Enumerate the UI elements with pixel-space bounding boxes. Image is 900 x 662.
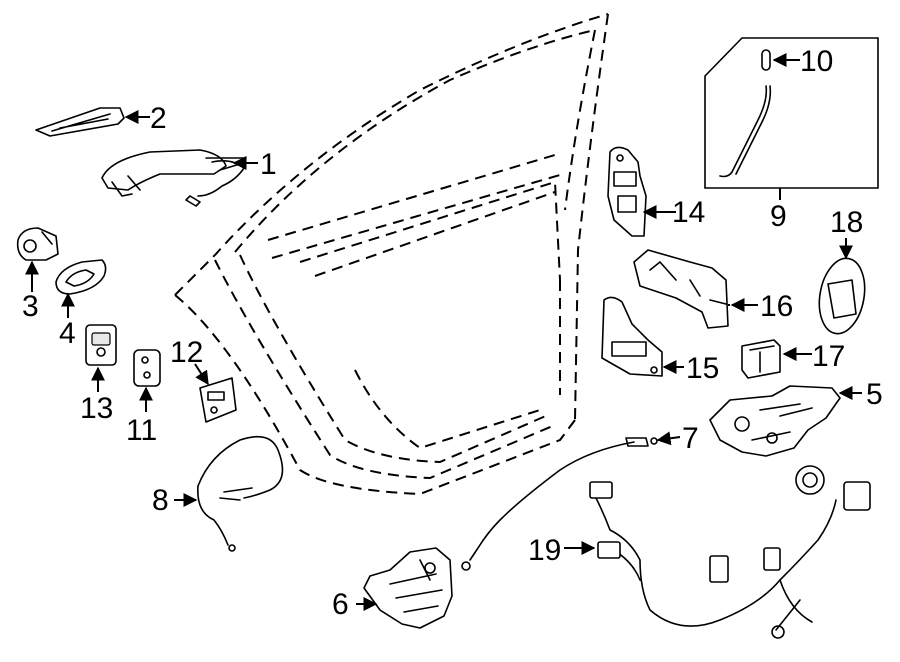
callout-19: 19: [528, 534, 561, 567]
leader-lines: [25, 53, 862, 611]
callout-13: 13: [80, 392, 113, 425]
callout-4: 4: [59, 317, 76, 350]
part-18-grommet: [818, 257, 866, 335]
callout-2: 2: [150, 102, 167, 135]
part-17-bumper: [741, 339, 781, 379]
callout-6: 6: [332, 588, 349, 621]
door-outline: [174, 13, 609, 496]
part-5-lock-actuator: [709, 385, 841, 457]
part-8-cable: [197, 435, 284, 552]
part-2-handle-pad: [35, 107, 125, 137]
callout-11: 11: [126, 414, 157, 447]
callout-8: 8: [152, 484, 169, 517]
callout-3: 3: [22, 290, 39, 323]
callout-1: 1: [260, 148, 277, 181]
part-19-wiring-harness: [589, 465, 871, 639]
part-3-cylinder-cap: [16, 227, 59, 261]
callout-17: 17: [812, 340, 845, 373]
callout-5: 5: [866, 378, 883, 411]
inset-box: [704, 37, 879, 189]
callout-15: 15: [686, 352, 719, 385]
part-11-cap: [133, 349, 161, 387]
callout-18: 18: [830, 206, 863, 239]
callout-9: 9: [770, 200, 787, 233]
callout-14: 14: [672, 196, 705, 229]
callout-10: 10: [800, 45, 833, 78]
part-1-outside-handle: [101, 149, 247, 207]
part-15-hinge: [601, 296, 663, 377]
callout-16: 16: [760, 290, 793, 323]
part-14-latch-bracket: [607, 146, 647, 237]
part-16-cover: [633, 249, 729, 329]
callout-numbers: 2 1 3 4 13 11 12 8 14 16 15 17 18 10 9 5…: [22, 45, 883, 621]
callout-12: 12: [170, 336, 203, 369]
part-13-pad: [85, 324, 117, 366]
part-12-striker-plate: [199, 377, 237, 423]
callout-7: 7: [682, 422, 699, 455]
part-6-door-latch: [363, 547, 453, 629]
part-4-escutcheon: [55, 259, 107, 295]
